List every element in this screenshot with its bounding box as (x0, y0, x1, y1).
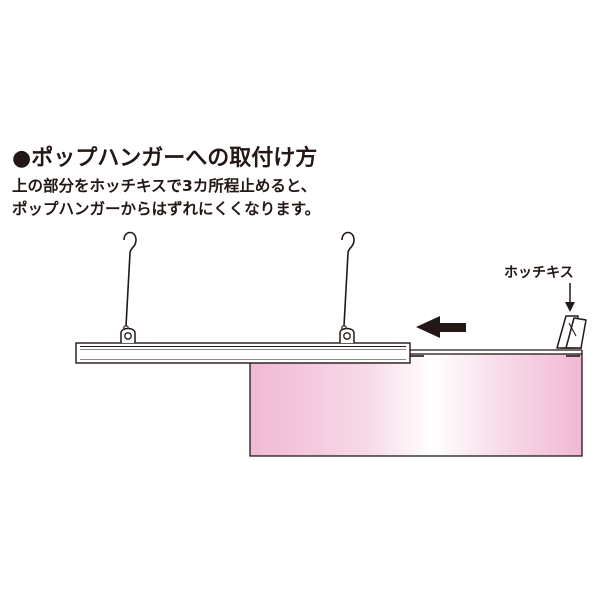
s-hook-icon (123, 231, 137, 331)
hanger-rail (75, 342, 411, 364)
left-arrow-icon (416, 316, 466, 338)
stapler-label: ホッチキス (504, 265, 574, 281)
description-line-1: 上の部分をホッチキスで3カ所程止めると、 (12, 177, 317, 195)
stapler-icon (556, 315, 587, 349)
description-line-2: ポップハンガーからはずれにくくなります。 (12, 200, 321, 218)
s-hook-icon (341, 231, 355, 331)
down-arrow-icon (565, 283, 575, 312)
pop-sign (249, 349, 583, 457)
ring-clip-icon (339, 327, 355, 343)
page-title: ●ポップハンガーへの取付け方 (12, 146, 318, 171)
ring-clip-icon (120, 327, 136, 343)
